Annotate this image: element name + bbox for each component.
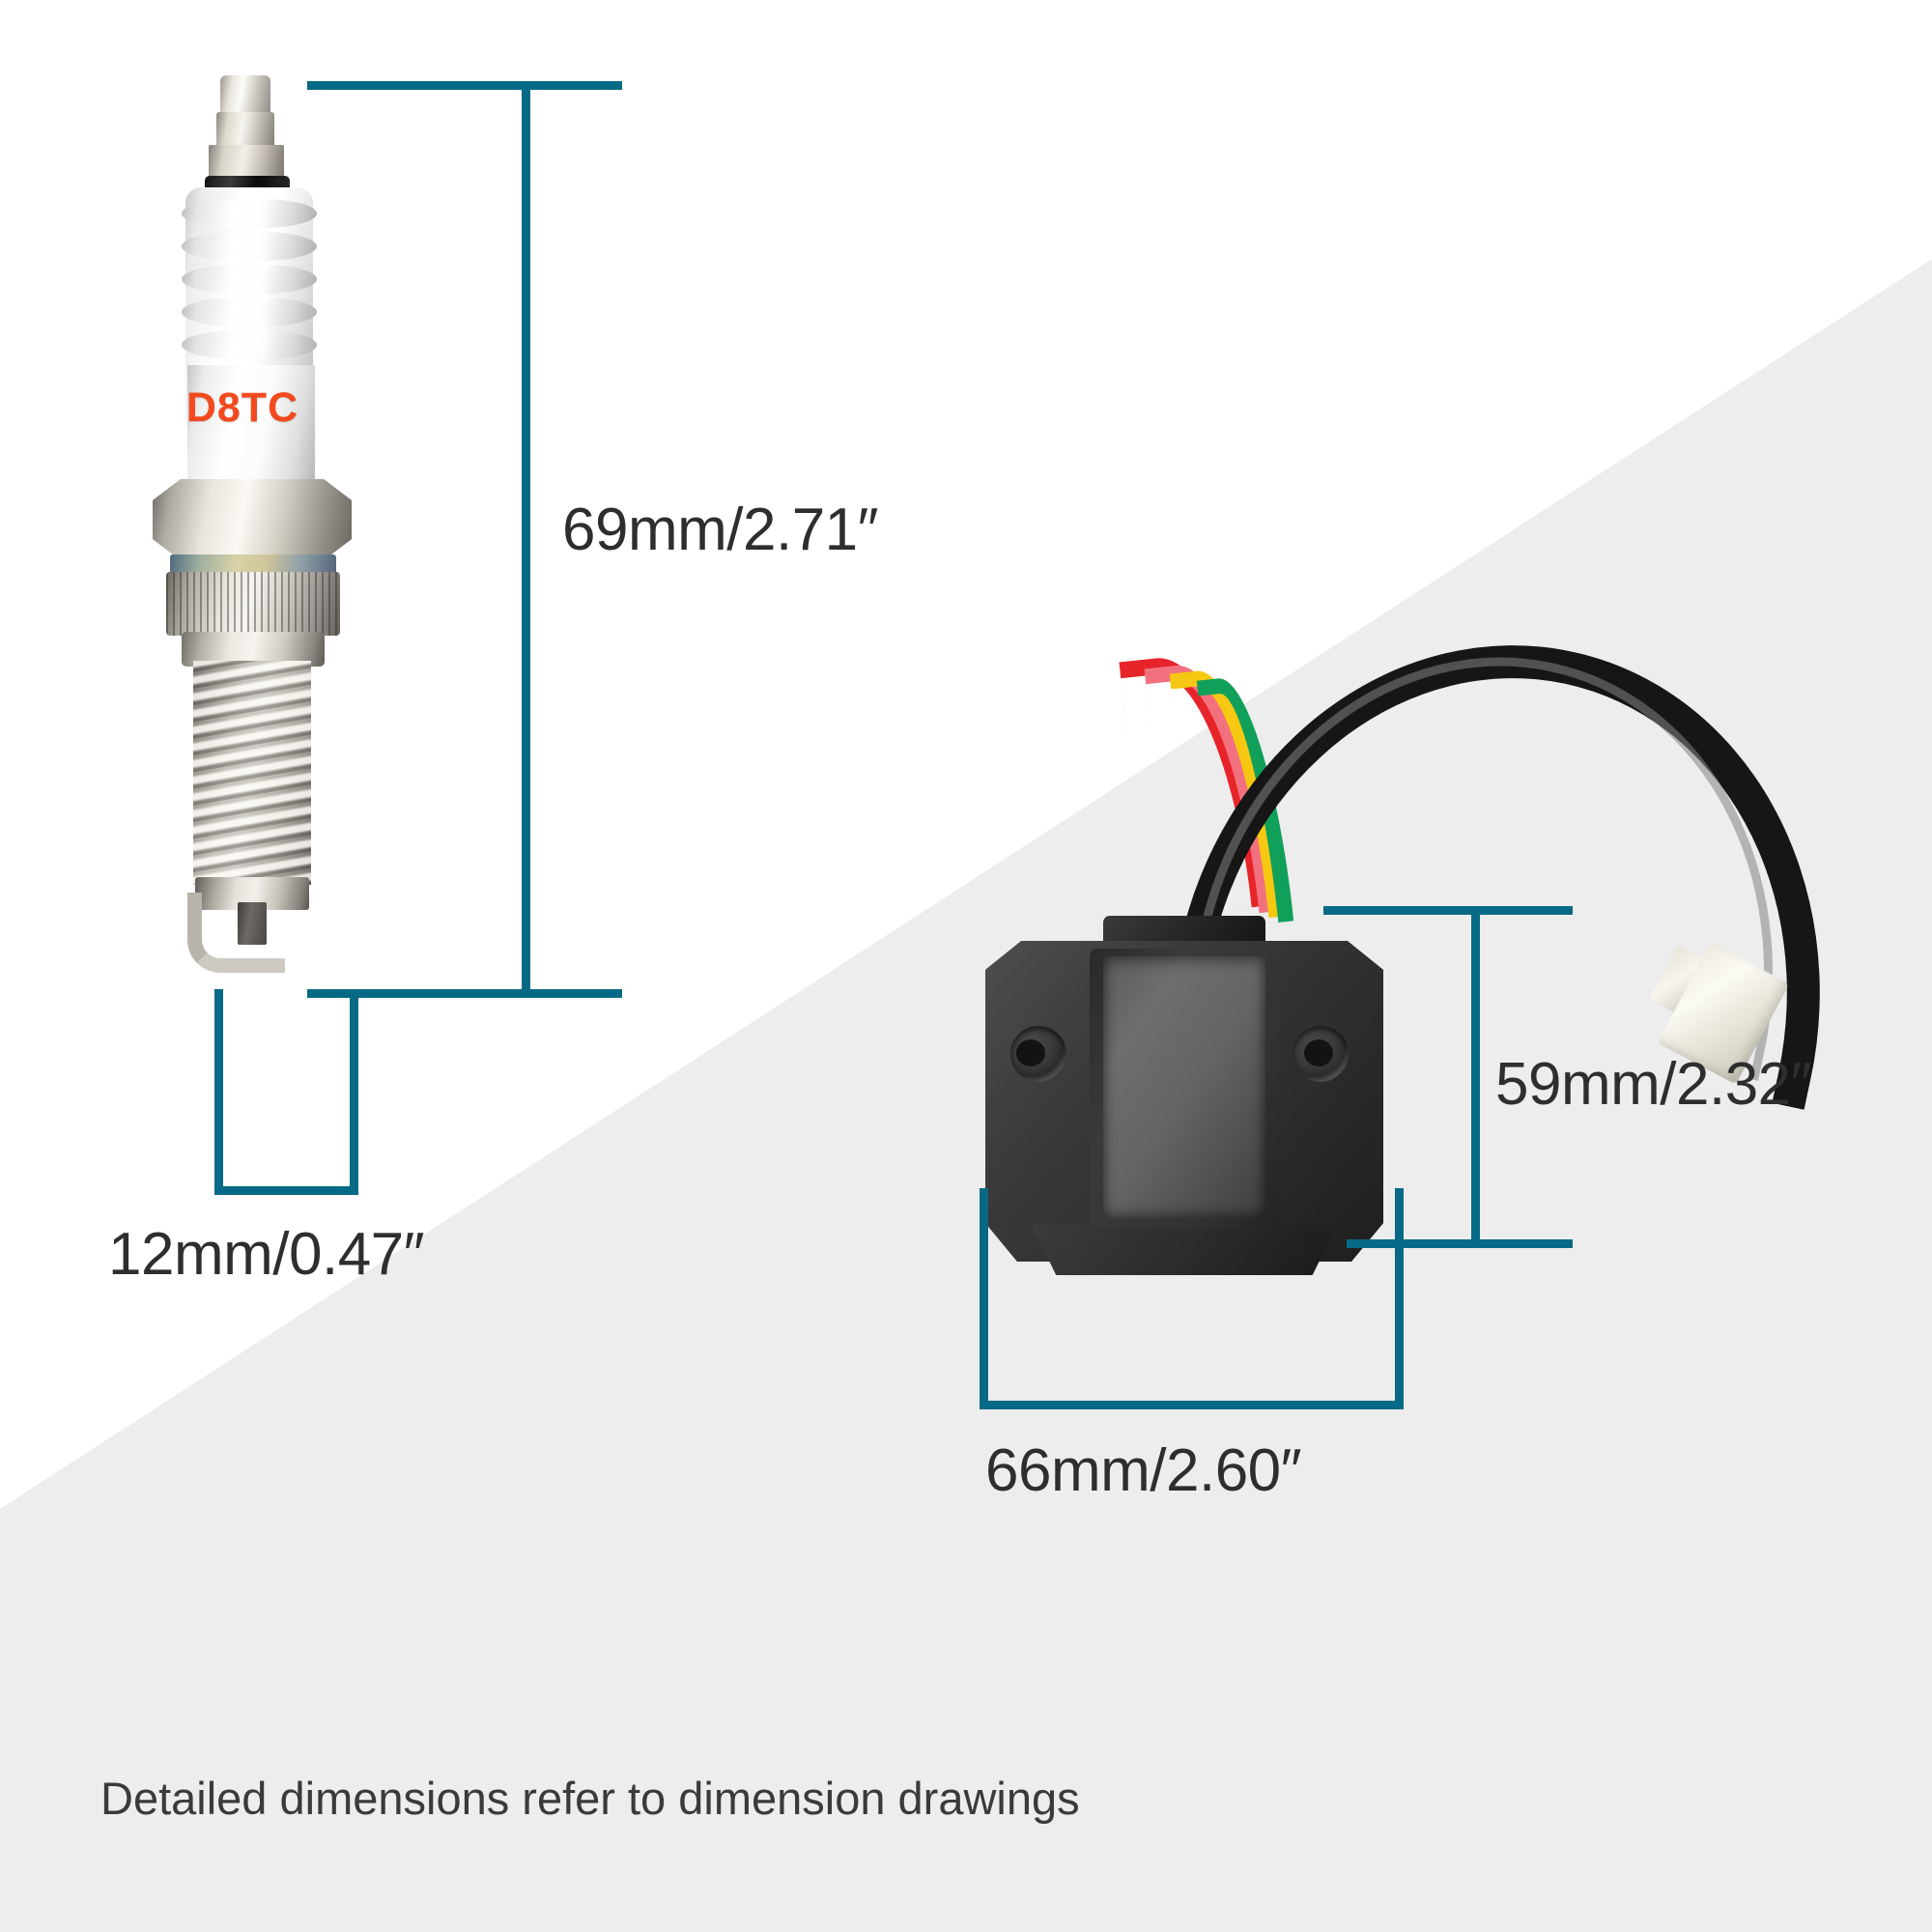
plug-length-bottom-extension-line xyxy=(307,989,622,998)
spark-plug-insulator-rib xyxy=(182,298,317,327)
spark-plug-insulator-rib xyxy=(182,265,317,294)
spark-plug-image: D8TC xyxy=(145,75,367,1003)
regulator-width-label: 66mm/2.60″ xyxy=(985,1437,1302,1504)
spark-plug-marking-text: D8TC xyxy=(185,384,299,431)
spark-plug-terminal-shoulder xyxy=(209,145,284,182)
regulator-height-top-extension-line xyxy=(1323,906,1573,915)
spark-plug-ground-electrode xyxy=(187,893,285,973)
spark-plug-insulator-lower xyxy=(187,365,315,489)
regulator-recess-panel xyxy=(1103,956,1265,1219)
regulator-width-right-extension-line xyxy=(1395,1188,1404,1408)
regulator-mounting-bore-right xyxy=(1304,1039,1333,1066)
diagram-caption: Detailed dimensions refer to dimension d… xyxy=(100,1773,1080,1824)
spark-plug-insulator-rib xyxy=(182,330,317,359)
regulator-width-dimension-line xyxy=(980,1401,1404,1409)
spark-plug-insulator-rib xyxy=(182,232,317,261)
plug-length-label: 69mm/2.71″ xyxy=(562,497,879,563)
spark-plug-center-electrode xyxy=(238,902,267,945)
plug-thread-right-extension-line xyxy=(350,989,358,1192)
spark-plug-hex-nut xyxy=(153,479,352,560)
spark-plug-insulator-rib xyxy=(182,199,317,228)
plug-thread-left-extension-line xyxy=(214,989,223,1192)
plug-thread-dimension-line xyxy=(214,1186,358,1195)
regulator-height-bottom-extension-line xyxy=(1347,1239,1573,1248)
voltage-regulator-image xyxy=(985,584,1888,1285)
plug-length-top-extension-line xyxy=(307,81,622,90)
spark-plug-terminal-tip xyxy=(220,75,270,118)
spark-plug-knurled-ring xyxy=(166,572,340,636)
regulator-body-bottom-face xyxy=(1032,1225,1337,1275)
spark-plug-gasket-washer xyxy=(170,554,336,576)
regulator-height-dimension-line xyxy=(1471,906,1480,1248)
regulator-height-label: 59mm/2.32″ xyxy=(1495,1051,1812,1118)
plug-length-dimension-line xyxy=(522,81,530,997)
plug-thread-label: 12mm/0.47″ xyxy=(108,1221,425,1288)
regulator-mounting-bore-left xyxy=(1016,1039,1045,1066)
regulator-width-left-extension-line xyxy=(980,1188,988,1408)
spark-plug-threaded-shank xyxy=(193,661,311,885)
